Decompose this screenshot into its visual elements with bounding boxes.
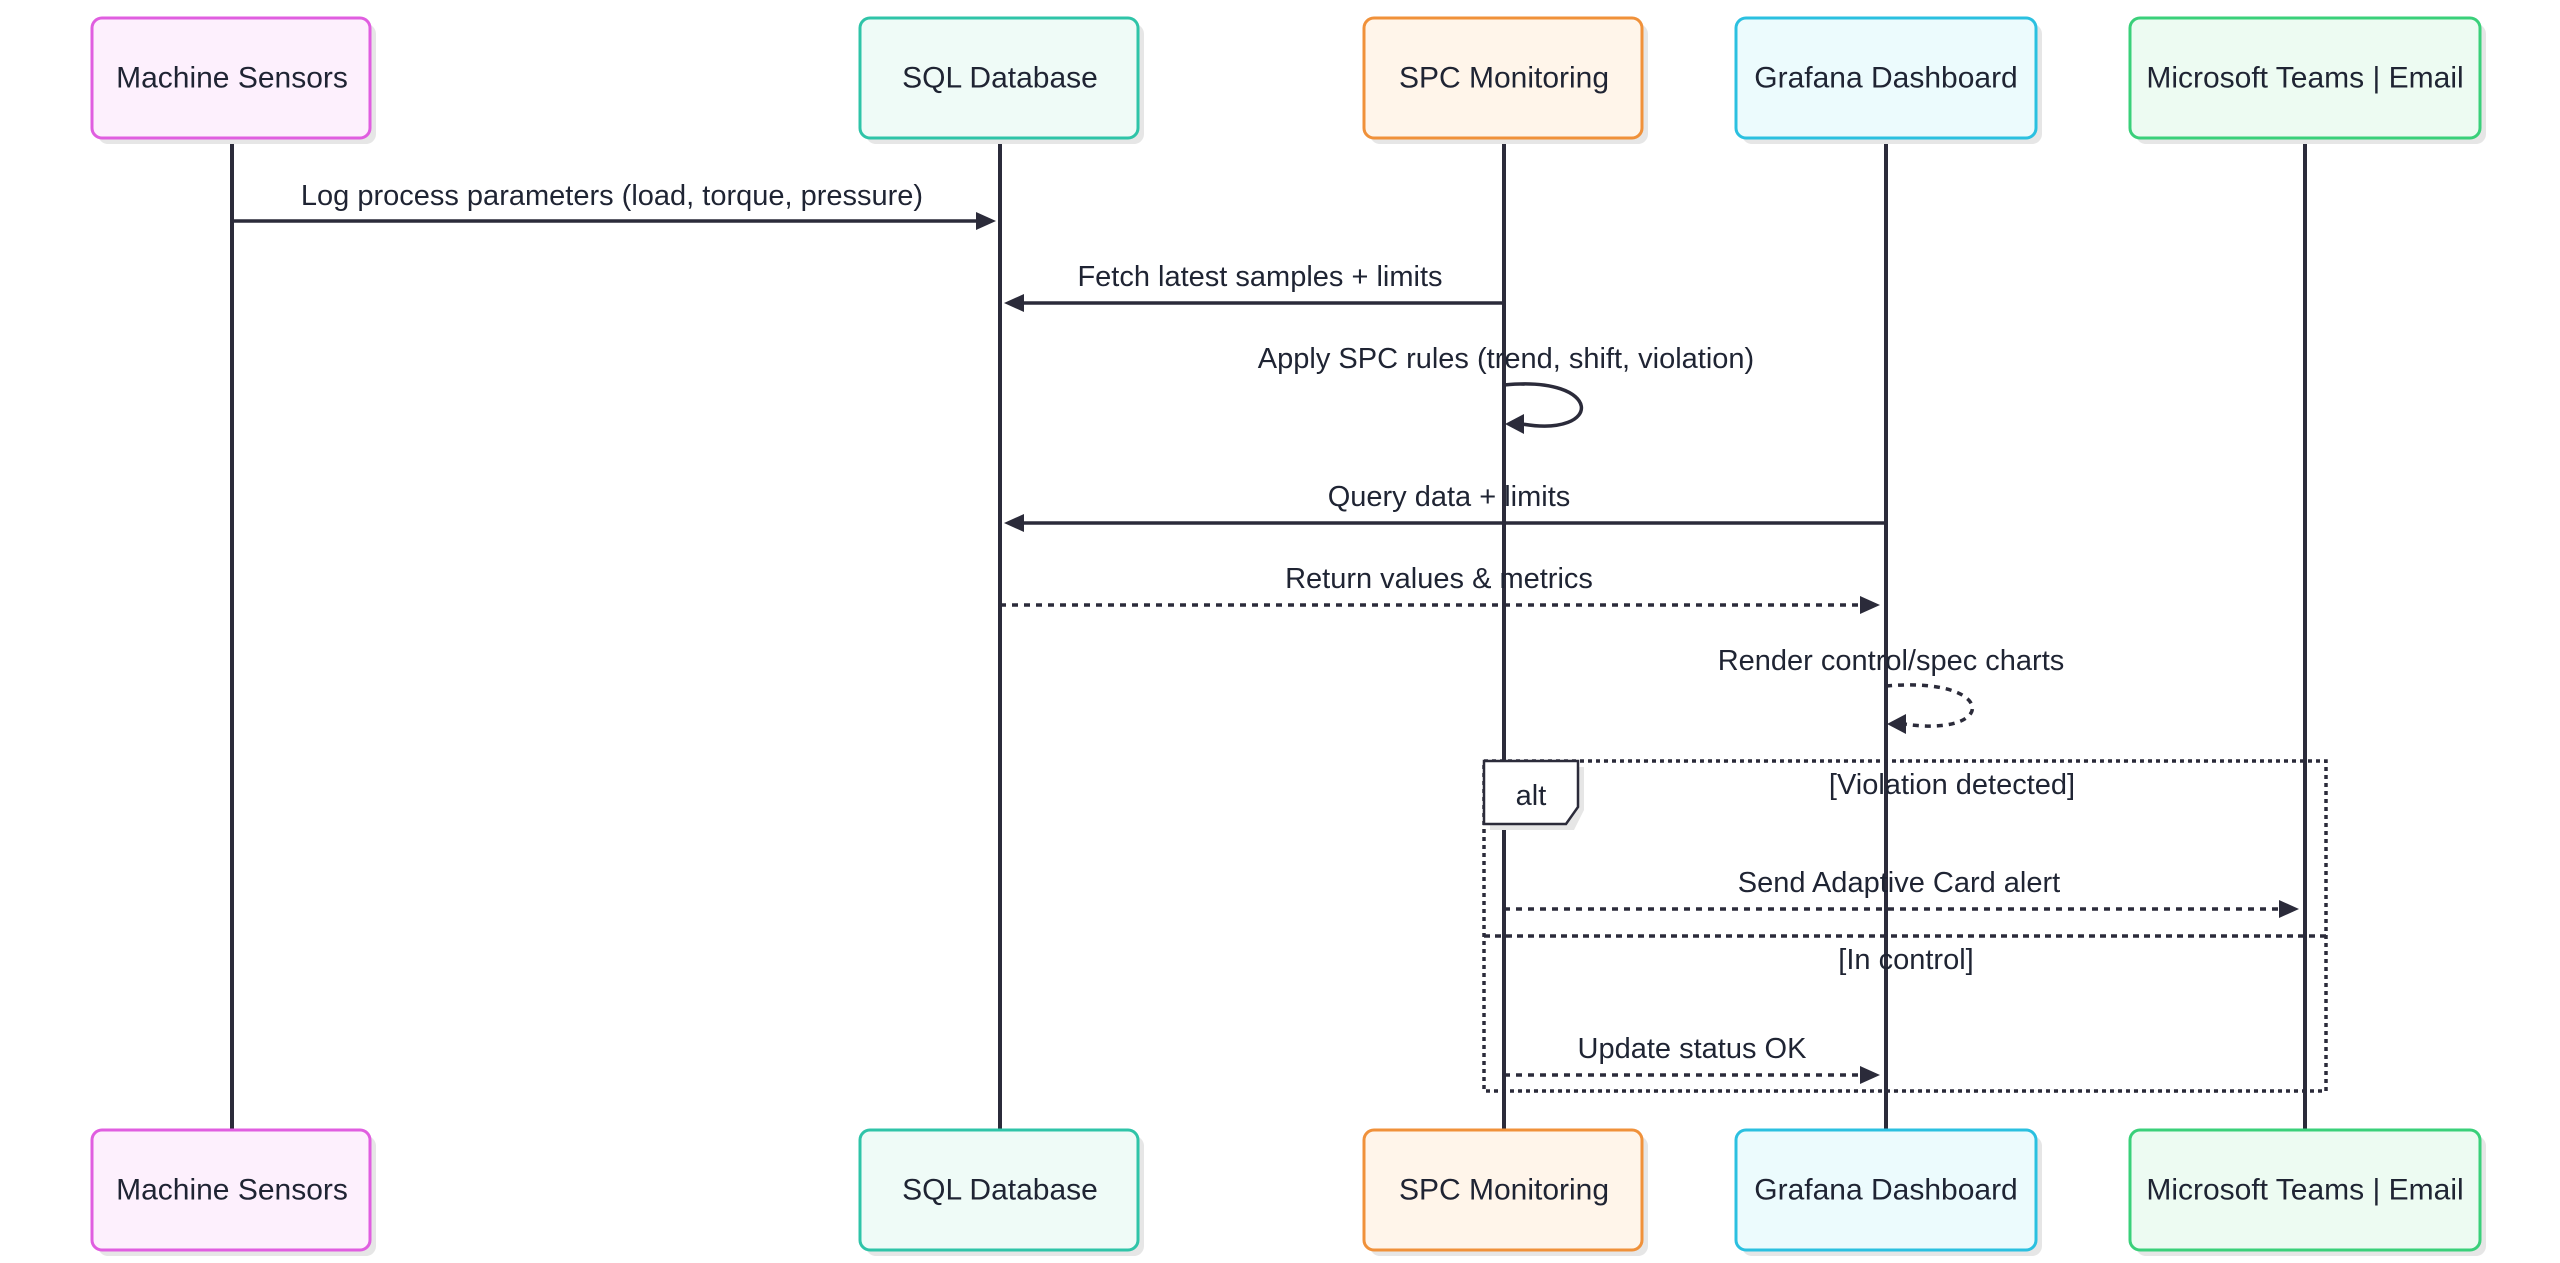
participant-machine-sensors-bottom[interactable]: Machine Sensors [90,1128,376,1256]
participant-grafana-dashboard-bottom[interactable]: Grafana Dashboard [1734,1128,2042,1256]
participant-label: SQL Database [902,62,1098,95]
message-label: Apply SPC rules (trend, shift, violation… [1258,343,1754,375]
participant-label: Machine Sensors [116,62,348,95]
participant-label: Microsoft Teams | Email [2146,1174,2463,1207]
lifelines [230,140,2307,1130]
alt-keyword: alt [1516,780,1547,812]
message-label: Log process parameters (load, torque, pr… [301,180,923,212]
self-message-arrow [1503,382,1583,428]
arrowhead [1860,596,1880,614]
participants-top: Machine Sensors SQL Database SPC Monitor… [90,16,2486,144]
message-label: Render control/spec charts [1718,645,2065,677]
message-label: Return values & metrics [1285,563,1593,595]
message-label: Fetch latest samples + limits [1077,261,1442,293]
arrowhead [1004,294,1024,312]
arrowhead [2279,900,2299,918]
arrowhead [1505,414,1524,434]
alt-condition-violation: [Violation detected] [1829,769,2075,801]
message-label: Send Adaptive Card alert [1738,867,2060,899]
participant-machine-sensors[interactable]: Machine Sensors [90,16,376,144]
participant-label: Grafana Dashboard [1754,1174,2018,1207]
participant-sql-database[interactable]: SQL Database [858,16,1144,144]
arrowhead [1887,714,1906,734]
participant-label: SQL Database [902,1174,1098,1207]
participant-label: SPC Monitoring [1399,1174,1609,1207]
participant-spc-monitoring-bottom[interactable]: SPC Monitoring [1362,1128,1648,1256]
participants-bottom: Machine Sensors SQL Database SPC Monitor… [90,1128,2486,1256]
self-message-arrow [1885,683,1975,728]
messages: Log process parameters (load, torque, pr… [232,180,2299,1084]
participant-label: SPC Monitoring [1399,62,1609,95]
alt-tab [1482,759,1580,826]
message-label: Update status OK [1578,1033,1808,1065]
participant-label: Microsoft Teams | Email [2146,62,2463,95]
participant-label: Machine Sensors [116,1174,348,1207]
alt-fragment: alt [Violation detected] [In control] [1482,759,2328,1093]
message-label: Query data + limits [1328,481,1571,513]
arrowhead [976,212,996,230]
participant-grafana-dashboard[interactable]: Grafana Dashboard [1734,16,2042,144]
arrowhead [1004,514,1024,532]
participant-sql-database-bottom[interactable]: SQL Database [858,1128,1144,1256]
alt-condition-in-control: [In control] [1838,944,1973,976]
participant-label: Grafana Dashboard [1754,62,2018,95]
participant-teams-email-bottom[interactable]: Microsoft Teams | Email [2128,1128,2486,1256]
alt-frame [1482,759,2328,1093]
arrowhead [1860,1066,1880,1084]
participant-spc-monitoring[interactable]: SPC Monitoring [1362,16,1648,144]
participant-teams-email[interactable]: Microsoft Teams | Email [2128,16,2486,144]
